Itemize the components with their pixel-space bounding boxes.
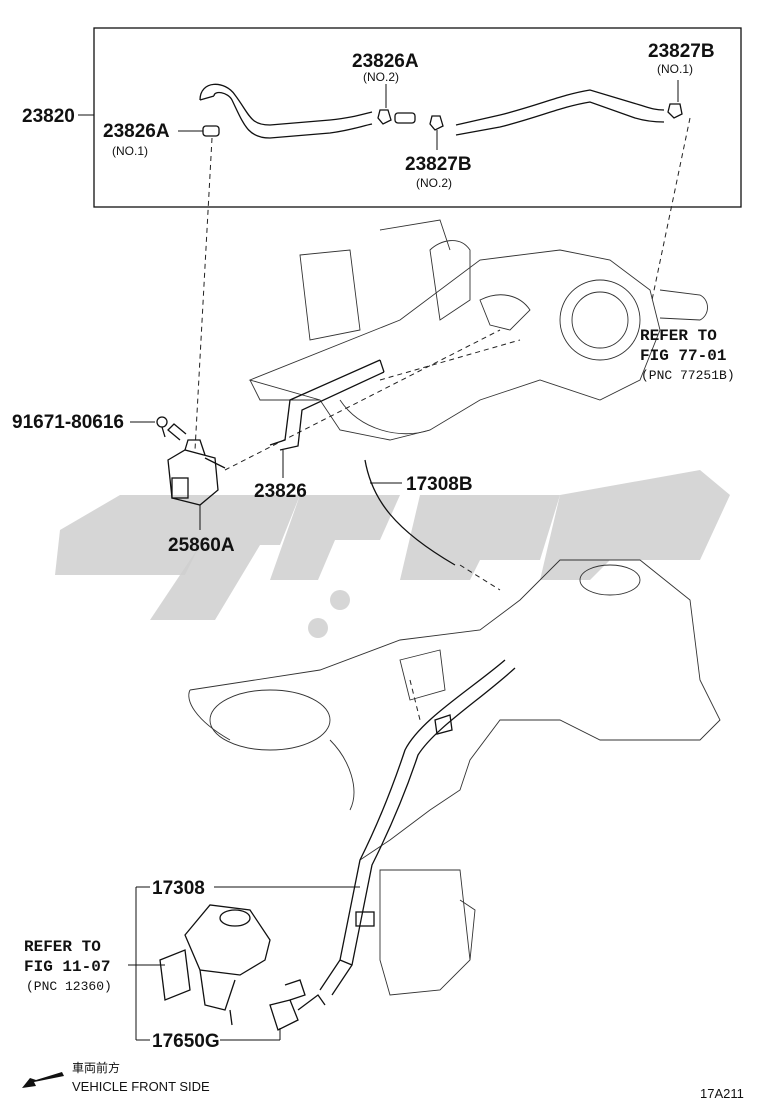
tube-17308b [364,459,456,566]
label-23820: 23820 [22,106,75,127]
tube-17308 [319,659,516,996]
label-23827b-no1-sub: (NO.1) [657,62,693,76]
ref-fig77-pnc: (PNC 77251B) [641,368,735,383]
figure-code: 17A211 [700,1086,744,1101]
label-17308: 17308 [152,878,205,899]
watermark-logo [55,470,730,638]
label-23826: 23826 [254,481,307,502]
label-23827b-no1: 23827B [648,41,715,62]
ref-fig77-line1: REFER TO [640,327,717,345]
hose-assembly [199,83,683,139]
label-17650g: 17650G [152,1031,220,1052]
label-23827b-no2: 23827B [405,154,472,175]
label-17308b: 17308B [406,474,473,495]
tank-outline [188,559,721,996]
front-label-en: VEHICLE FRONT SIDE [72,1079,210,1094]
ref-fig77-line2: FIG 77-01 [640,347,726,365]
label-91671-80616: 91671-80616 [12,412,124,433]
label-25860a: 25860A [168,535,235,556]
ref-fig11-line1: REFER TO [24,938,101,956]
arrow-left-down-icon [22,1072,64,1088]
vsv-valve [167,423,226,506]
bolt [156,416,168,438]
vsv-hose [269,359,385,451]
front-label-jp: 車両前方 [72,1060,120,1075]
canister-bracket [159,904,271,1026]
engine-outline [248,219,708,441]
label-23826a-no1-sub: (NO.1) [112,144,148,158]
assembly-box [93,27,742,208]
label-23826a-no2: 23826A [352,51,419,72]
label-23826a-no2-sub: (NO.2) [363,70,399,84]
ref-fig11-pnc: (PNC 12360) [26,979,112,994]
valve-17650g [269,979,326,1031]
ref-fig11-line2: FIG 11-07 [24,958,110,976]
label-23827b-no2-sub: (NO.2) [416,176,452,190]
label-23826a-no1: 23826A [103,121,170,142]
